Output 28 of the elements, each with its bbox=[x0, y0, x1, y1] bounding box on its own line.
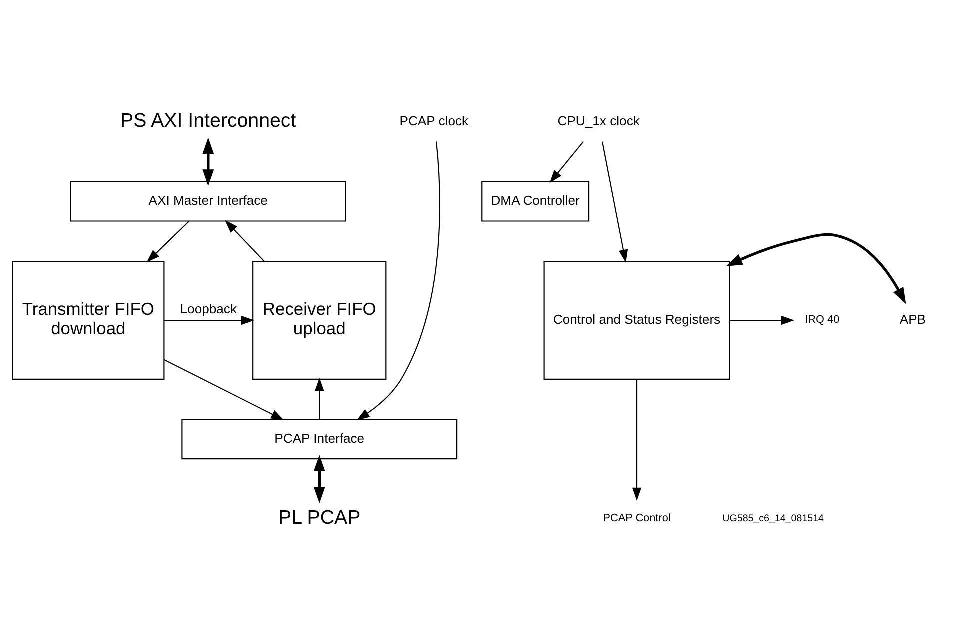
node-box: AXI Master Interface bbox=[70, 180, 346, 222]
node-text: PCAP clock bbox=[400, 112, 469, 128]
arrow bbox=[726, 232, 906, 304]
arrow bbox=[730, 315, 794, 325]
node-box: Receiver FIFO upload bbox=[252, 260, 387, 380]
node-text: IRQ 40 bbox=[805, 314, 840, 326]
node-text: PCAP Control bbox=[603, 512, 671, 524]
node-text: PL PCAP bbox=[278, 506, 361, 528]
arrow bbox=[356, 141, 440, 420]
node-box: Transmitter FIFO download bbox=[12, 260, 165, 380]
arrow bbox=[225, 220, 265, 262]
node-box: DMA Controller bbox=[482, 180, 590, 222]
node-box: PCAP Interface bbox=[182, 418, 458, 460]
node-text: CPU_1x clock bbox=[558, 112, 640, 128]
node-text: PS AXI Interconnect bbox=[120, 109, 296, 132]
arrow bbox=[315, 377, 324, 419]
arrow bbox=[602, 141, 628, 262]
arrow bbox=[632, 378, 642, 500]
arrow bbox=[164, 315, 255, 325]
arrow bbox=[550, 141, 584, 183]
label: UG585_c6_14_081514 bbox=[722, 512, 824, 524]
edge-label: Loopback bbox=[180, 301, 238, 316]
arrow bbox=[202, 137, 214, 186]
arrow bbox=[164, 358, 284, 420]
node-text: APB bbox=[900, 311, 926, 326]
arrow bbox=[314, 454, 326, 503]
node-box: Control and Status Registers bbox=[544, 260, 730, 380]
arrow bbox=[146, 220, 190, 262]
